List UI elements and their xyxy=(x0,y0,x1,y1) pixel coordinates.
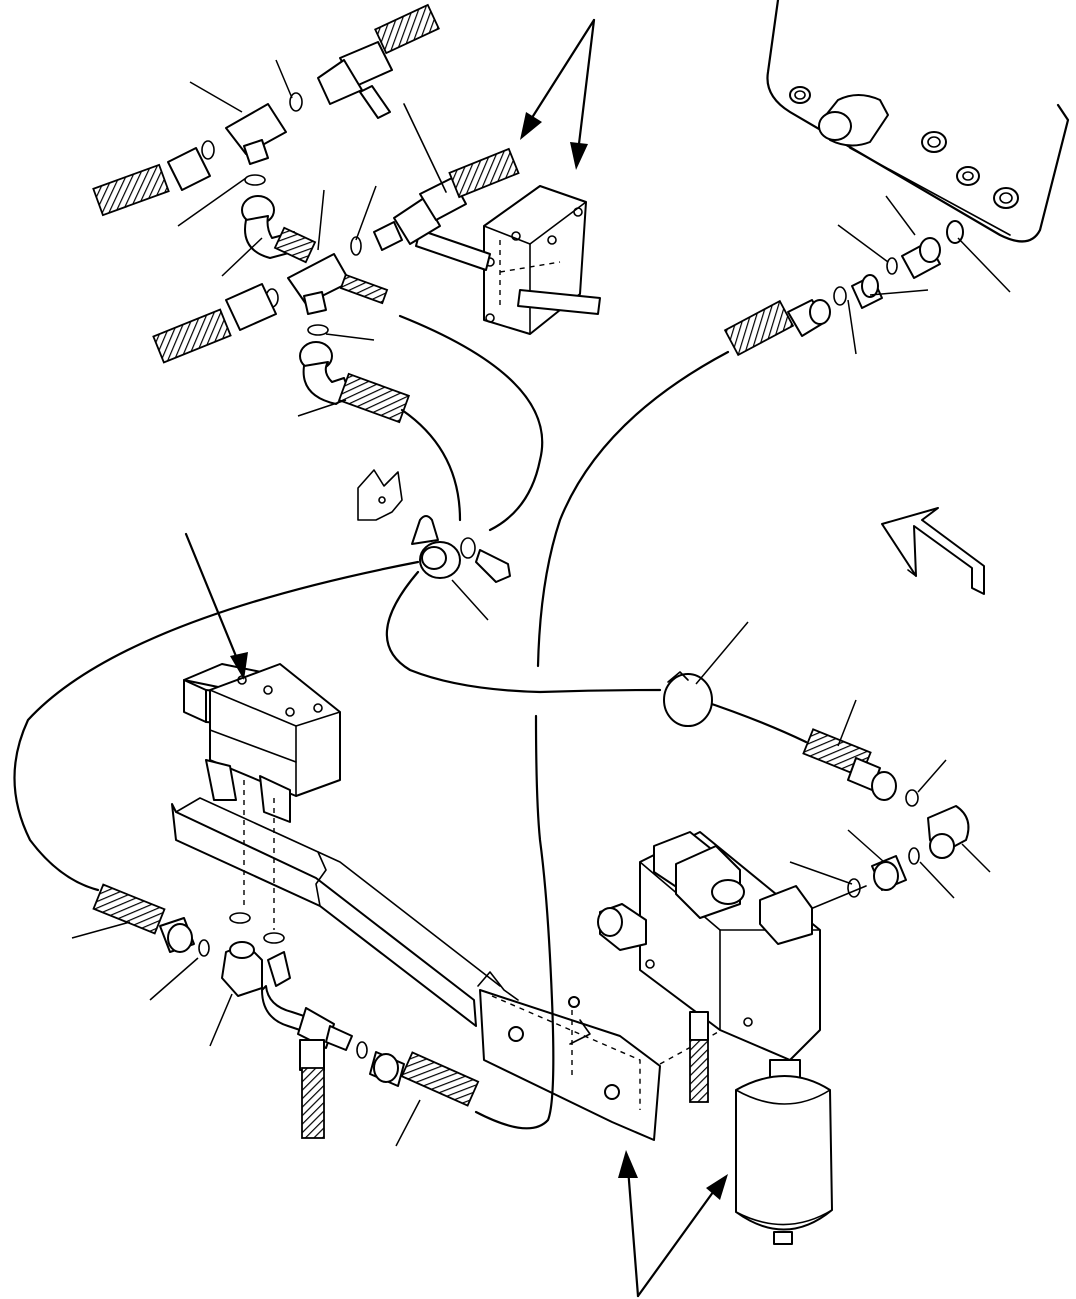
bracket-plate xyxy=(479,989,661,1141)
hose-right-top xyxy=(723,299,795,357)
o-ring-2 xyxy=(886,257,898,275)
o-ring-right xyxy=(905,789,919,807)
nut-1 xyxy=(167,147,211,191)
hose-line-a xyxy=(400,408,462,522)
hose-lower-left xyxy=(92,883,166,935)
valve-cap xyxy=(711,879,745,905)
bolt xyxy=(475,549,511,583)
hose-lower-vertical xyxy=(301,1067,325,1139)
right-mid-connector-chain xyxy=(789,699,991,911)
direction-arrow xyxy=(881,507,985,595)
hose-upper-left xyxy=(92,163,170,217)
hose-valve-drain xyxy=(689,1039,709,1103)
frame-fragment xyxy=(357,469,403,521)
hose-middle xyxy=(337,372,411,424)
o-ring-lower-2 xyxy=(263,932,285,944)
band-clamp xyxy=(663,621,749,727)
clamp-assembly xyxy=(357,469,511,621)
tee-lower xyxy=(297,1007,335,1049)
port-2 xyxy=(921,131,947,153)
port-4 xyxy=(993,187,1019,209)
clamp-plate xyxy=(411,515,439,545)
washer xyxy=(946,220,964,244)
hose-line-e xyxy=(385,570,662,694)
pointer-arrows-bottom xyxy=(618,1150,728,1298)
accumulator xyxy=(735,1075,833,1231)
tee-fitting-1 xyxy=(225,103,287,155)
washer-clamp xyxy=(460,537,476,559)
o-ring-right-3 xyxy=(847,878,861,898)
upper-tee-assembly xyxy=(92,3,440,277)
o-ring-2b xyxy=(307,324,329,336)
pointer-arrows-top xyxy=(520,18,596,170)
mounting-frame xyxy=(171,780,741,1141)
solenoid-cap xyxy=(183,679,207,723)
hose-line-f xyxy=(698,698,808,744)
right-valve-assembly xyxy=(597,831,833,1245)
frame-panel xyxy=(766,0,1070,243)
washer-1 xyxy=(201,140,215,160)
o-ring-top xyxy=(289,92,303,112)
nut-right xyxy=(871,771,897,801)
port-3 xyxy=(956,166,980,186)
upper-valve-block xyxy=(350,103,601,335)
hose-middle-left xyxy=(152,308,232,364)
hose-block xyxy=(448,147,520,199)
o-ring-lower-3 xyxy=(198,939,210,957)
solenoid-3 xyxy=(759,885,813,945)
hose-line-d xyxy=(13,560,420,892)
o-ring-1 xyxy=(244,174,266,186)
nut-2 xyxy=(225,283,277,331)
hose-line-b xyxy=(398,314,544,532)
middle-tee-assembly xyxy=(152,185,411,424)
o-ring xyxy=(833,286,847,306)
lower-left-fittings xyxy=(71,714,555,1147)
o-ring-lower-1 xyxy=(229,912,251,924)
hose-line-c xyxy=(536,350,730,668)
elbow-2 xyxy=(302,361,351,405)
o-ring-right-2 xyxy=(908,847,920,865)
lower-left-valve-block xyxy=(183,532,341,823)
hose-lower-mid xyxy=(400,1051,480,1107)
hose-top xyxy=(374,3,440,55)
port-1 xyxy=(789,86,811,104)
hose-line-g xyxy=(474,714,555,1130)
top-right-connector-chain xyxy=(723,195,1011,357)
